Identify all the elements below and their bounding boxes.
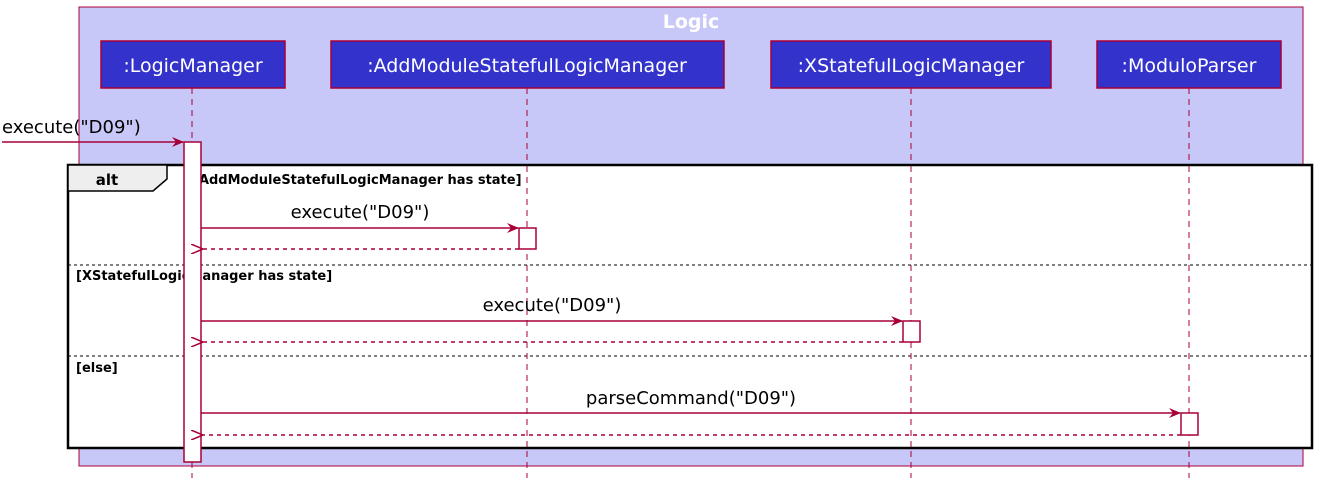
participant-add-module-manager: :AddModuleStatefulLogicManager: [330, 40, 725, 89]
incoming-message-label: execute("D09"): [2, 117, 141, 138]
alt-guard-1: [AddModuleStatefulLogicManager has state…: [193, 173, 522, 188]
alt-fragment: [66, 163, 1314, 450]
participant-modulo-parser: :ModuloParser: [1096, 40, 1282, 89]
message-execute-x-stateful-label: execute("D09"): [483, 295, 622, 316]
alt-fragment-tab: [67, 164, 168, 192]
participant-x-stateful-manager-label: :XStatefulLogicManager: [798, 55, 1025, 77]
participant-modulo-parser-label: :ModuloParser: [1122, 55, 1257, 77]
message-parse-command-label: parseCommand("D09"): [586, 388, 796, 409]
activation-add-module-manager: [518, 227, 537, 250]
participant-x-stateful-manager: :XStatefulLogicManager: [770, 40, 1052, 89]
participant-add-module-manager-label: :AddModuleStatefulLogicManager: [367, 55, 687, 77]
alt-fragment-keyword: alt: [96, 171, 118, 189]
message-execute-add-module-label: execute("D09"): [291, 202, 430, 223]
participant-logic-manager-label: :LogicManager: [123, 55, 263, 77]
logic-box-title: Logic: [663, 11, 720, 33]
activation-modulo-parser: [1180, 412, 1199, 436]
alt-guard-3: [else]: [76, 361, 118, 376]
participant-logic-manager: :LogicManager: [100, 40, 286, 89]
alt-guard-2: [XStatefulLogicManager has state]: [76, 269, 332, 284]
activation-x-stateful-manager: [902, 320, 921, 343]
activation-logic-manager: [183, 141, 202, 463]
